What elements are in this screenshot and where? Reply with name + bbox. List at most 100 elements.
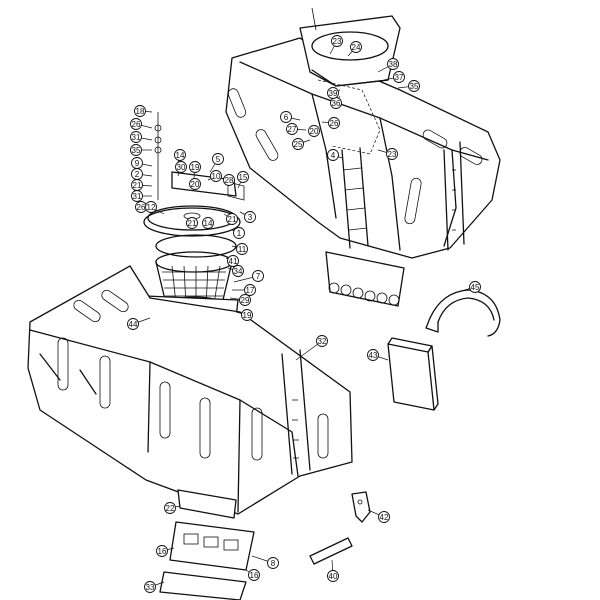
callout-number: 41 <box>229 257 238 266</box>
callout-43: 43 <box>367 349 389 361</box>
callout-number: 20 <box>191 180 200 189</box>
callout-6: 6 <box>280 111 301 123</box>
callout-bubble <box>236 243 248 255</box>
callout-number: 19 <box>243 311 252 320</box>
callout-number: 24 <box>352 43 361 52</box>
callout-bubble <box>331 35 343 47</box>
callout-number: 21 <box>133 181 142 190</box>
callout-23: 23 <box>377 148 398 160</box>
callout-21: 21 <box>186 217 198 229</box>
callout-30: 30 <box>175 161 187 177</box>
callout-9: 9 <box>131 157 153 169</box>
callout-number: 35 <box>132 146 141 155</box>
callout-bubble <box>156 545 168 557</box>
callout-bubble <box>252 270 264 282</box>
main-tank <box>27 265 353 519</box>
callout-3: 3 <box>239 211 256 223</box>
callout-bubble <box>327 570 339 582</box>
callout-number: 31 <box>132 133 141 142</box>
callout-24: 24 <box>347 41 362 57</box>
callout-bubble <box>232 265 244 277</box>
callout-number: 21 <box>228 215 237 224</box>
callout-number: 5 <box>216 155 221 164</box>
callout-bubble <box>387 58 399 70</box>
tube-40 <box>309 537 353 565</box>
callout-44: 44 <box>127 317 151 330</box>
callout-bubble <box>189 161 201 173</box>
callout-bubble <box>202 217 214 229</box>
callout-37: 37 <box>383 71 405 83</box>
callout-number: 16 <box>158 547 167 556</box>
callout-number: 17 <box>246 286 255 295</box>
callout-bubble <box>134 105 146 117</box>
callout-32: 32 <box>295 335 328 361</box>
callout-31: 31 <box>131 190 152 202</box>
callout-bubble <box>328 117 340 129</box>
callout-26: 26 <box>130 118 153 130</box>
callout-bubble <box>386 148 398 160</box>
bottom-manifold <box>159 521 255 600</box>
callout-22: 22 <box>164 502 181 514</box>
callout-number: 38 <box>389 60 398 69</box>
callout-bubble <box>469 281 481 293</box>
callout-number: 28 <box>225 176 234 185</box>
callout-number: 4 <box>331 151 336 160</box>
callout-number: 1 <box>237 229 242 238</box>
callout-bubble <box>189 178 201 190</box>
callout-number: 25 <box>294 140 303 149</box>
callout-bubble <box>130 118 142 130</box>
callout-number: 3 <box>248 213 253 222</box>
callout-bubble <box>239 294 251 306</box>
callout-28: 28 <box>223 174 235 186</box>
callout-17: 17 <box>232 284 256 296</box>
callout-number: 35 <box>410 82 419 91</box>
callout-bubble <box>237 171 249 183</box>
callout-bubble <box>327 149 339 161</box>
callout-number: 36 <box>332 99 341 108</box>
callout-18: 18 <box>134 105 153 117</box>
callout-number: 14 <box>204 219 213 228</box>
callout-number: 18 <box>136 107 145 116</box>
callout-number: 9 <box>135 159 140 168</box>
callout-number: 40 <box>329 572 338 581</box>
callout-number: 33 <box>146 583 155 592</box>
callout-38: 38 <box>377 58 399 73</box>
callout-number: 20 <box>310 127 319 136</box>
callout-bubble <box>145 201 157 213</box>
callout-bubble <box>212 153 224 165</box>
callout-2: 2 <box>131 168 153 180</box>
callout-bubble <box>127 318 139 330</box>
callout-35: 35 <box>130 144 152 156</box>
callout-34: 34 <box>227 265 244 277</box>
callout-bubble <box>267 557 279 569</box>
callout-27: 27 <box>286 123 307 135</box>
callout-bubble <box>408 80 420 92</box>
callout-bubble <box>210 170 222 182</box>
callout-7: 7 <box>233 270 264 283</box>
callout-number: 23 <box>333 37 342 46</box>
callout-number: 10 <box>212 172 221 181</box>
callout-number: 16 <box>250 571 259 580</box>
callout-bubble <box>280 111 292 123</box>
callout-bubble <box>316 335 328 347</box>
callout-bubble <box>226 213 238 225</box>
callout-number: 2 <box>135 170 140 179</box>
callout-bubble <box>175 161 187 173</box>
callout-bubble <box>286 123 298 135</box>
callout-29: 29 <box>229 294 251 306</box>
callout-number: 27 <box>288 125 297 134</box>
callout-number: 11 <box>238 245 247 254</box>
callout-number: 15 <box>239 173 248 182</box>
callout-14: 14 <box>202 217 214 229</box>
callout-bubble <box>292 138 304 150</box>
callout-number: 26 <box>137 203 146 212</box>
callout-number: 26 <box>132 120 141 129</box>
callout-8: 8 <box>251 555 279 569</box>
callout-bubble <box>174 149 186 161</box>
callout-26: 26 <box>321 117 340 129</box>
callout-bubble <box>233 227 245 239</box>
callout-41: 41 <box>225 255 239 267</box>
callout-bubble <box>378 511 390 523</box>
